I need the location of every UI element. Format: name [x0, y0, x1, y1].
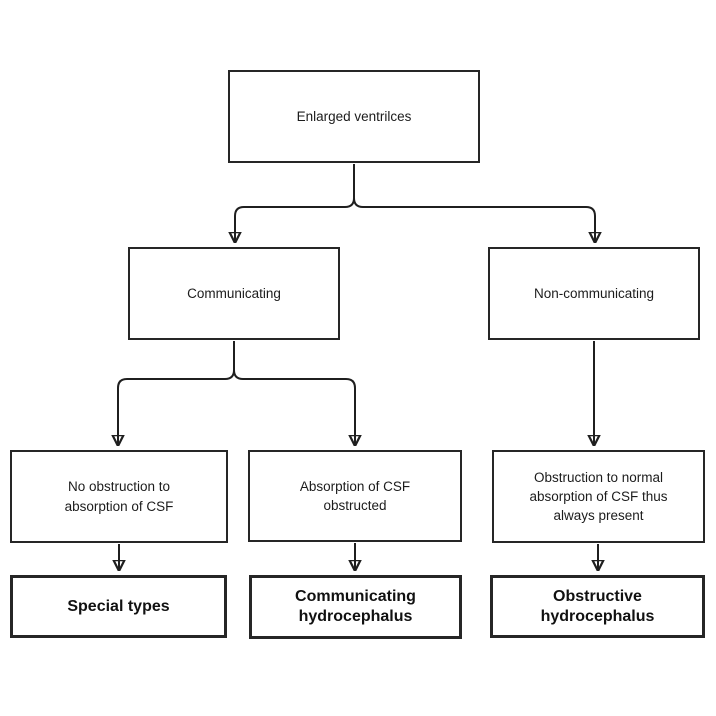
node-no-obstruction-label: No obstruction to absorption of CSF	[64, 479, 174, 514]
node-enlarged-ventricles-label: Enlarged ventrilces	[296, 108, 412, 124]
node-special-types-label: Special types	[67, 597, 170, 615]
node-communicating-hydrocephalus-label: Communicating hydrocephalus	[295, 588, 416, 625]
node-obstructive-hydrocephalus: Obstructive hydrocephalus	[490, 575, 705, 638]
node-enlarged-ventricles: Enlarged ventrilces	[228, 70, 480, 163]
node-non-communicating-label: Non-communicating	[533, 285, 655, 301]
node-special-types: Special types	[10, 575, 227, 638]
connector-root-to-non-communicating	[353, 197, 595, 242]
connector-root-to-communicating	[235, 197, 355, 242]
connector-communicating-to-absorption-obstructed	[233, 369, 355, 445]
node-non-communicating: Non-communicating	[488, 247, 700, 340]
node-communicating: Communicating	[128, 247, 340, 340]
node-absorption-obstructed-label: Absorption of CSF obstructed	[299, 478, 411, 513]
node-no-obstruction: No obstruction to absorption of CSF	[10, 450, 228, 543]
connector-communicating-to-no-obstruction	[118, 369, 235, 445]
node-obstructive-hydrocephalus-label: Obstructive hydrocephalus	[540, 587, 655, 625]
node-obstruction-always-present: Obstruction to normal absorption of CSF …	[492, 450, 705, 543]
node-obstruction-always-present-label: Obstruction to normal absorption of CSF …	[529, 469, 668, 524]
node-communicating-label: Communicating	[187, 285, 281, 301]
node-absorption-obstructed: Absorption of CSF obstructed	[248, 450, 462, 542]
node-communicating-hydrocephalus: Communicating hydrocephalus	[249, 575, 462, 639]
